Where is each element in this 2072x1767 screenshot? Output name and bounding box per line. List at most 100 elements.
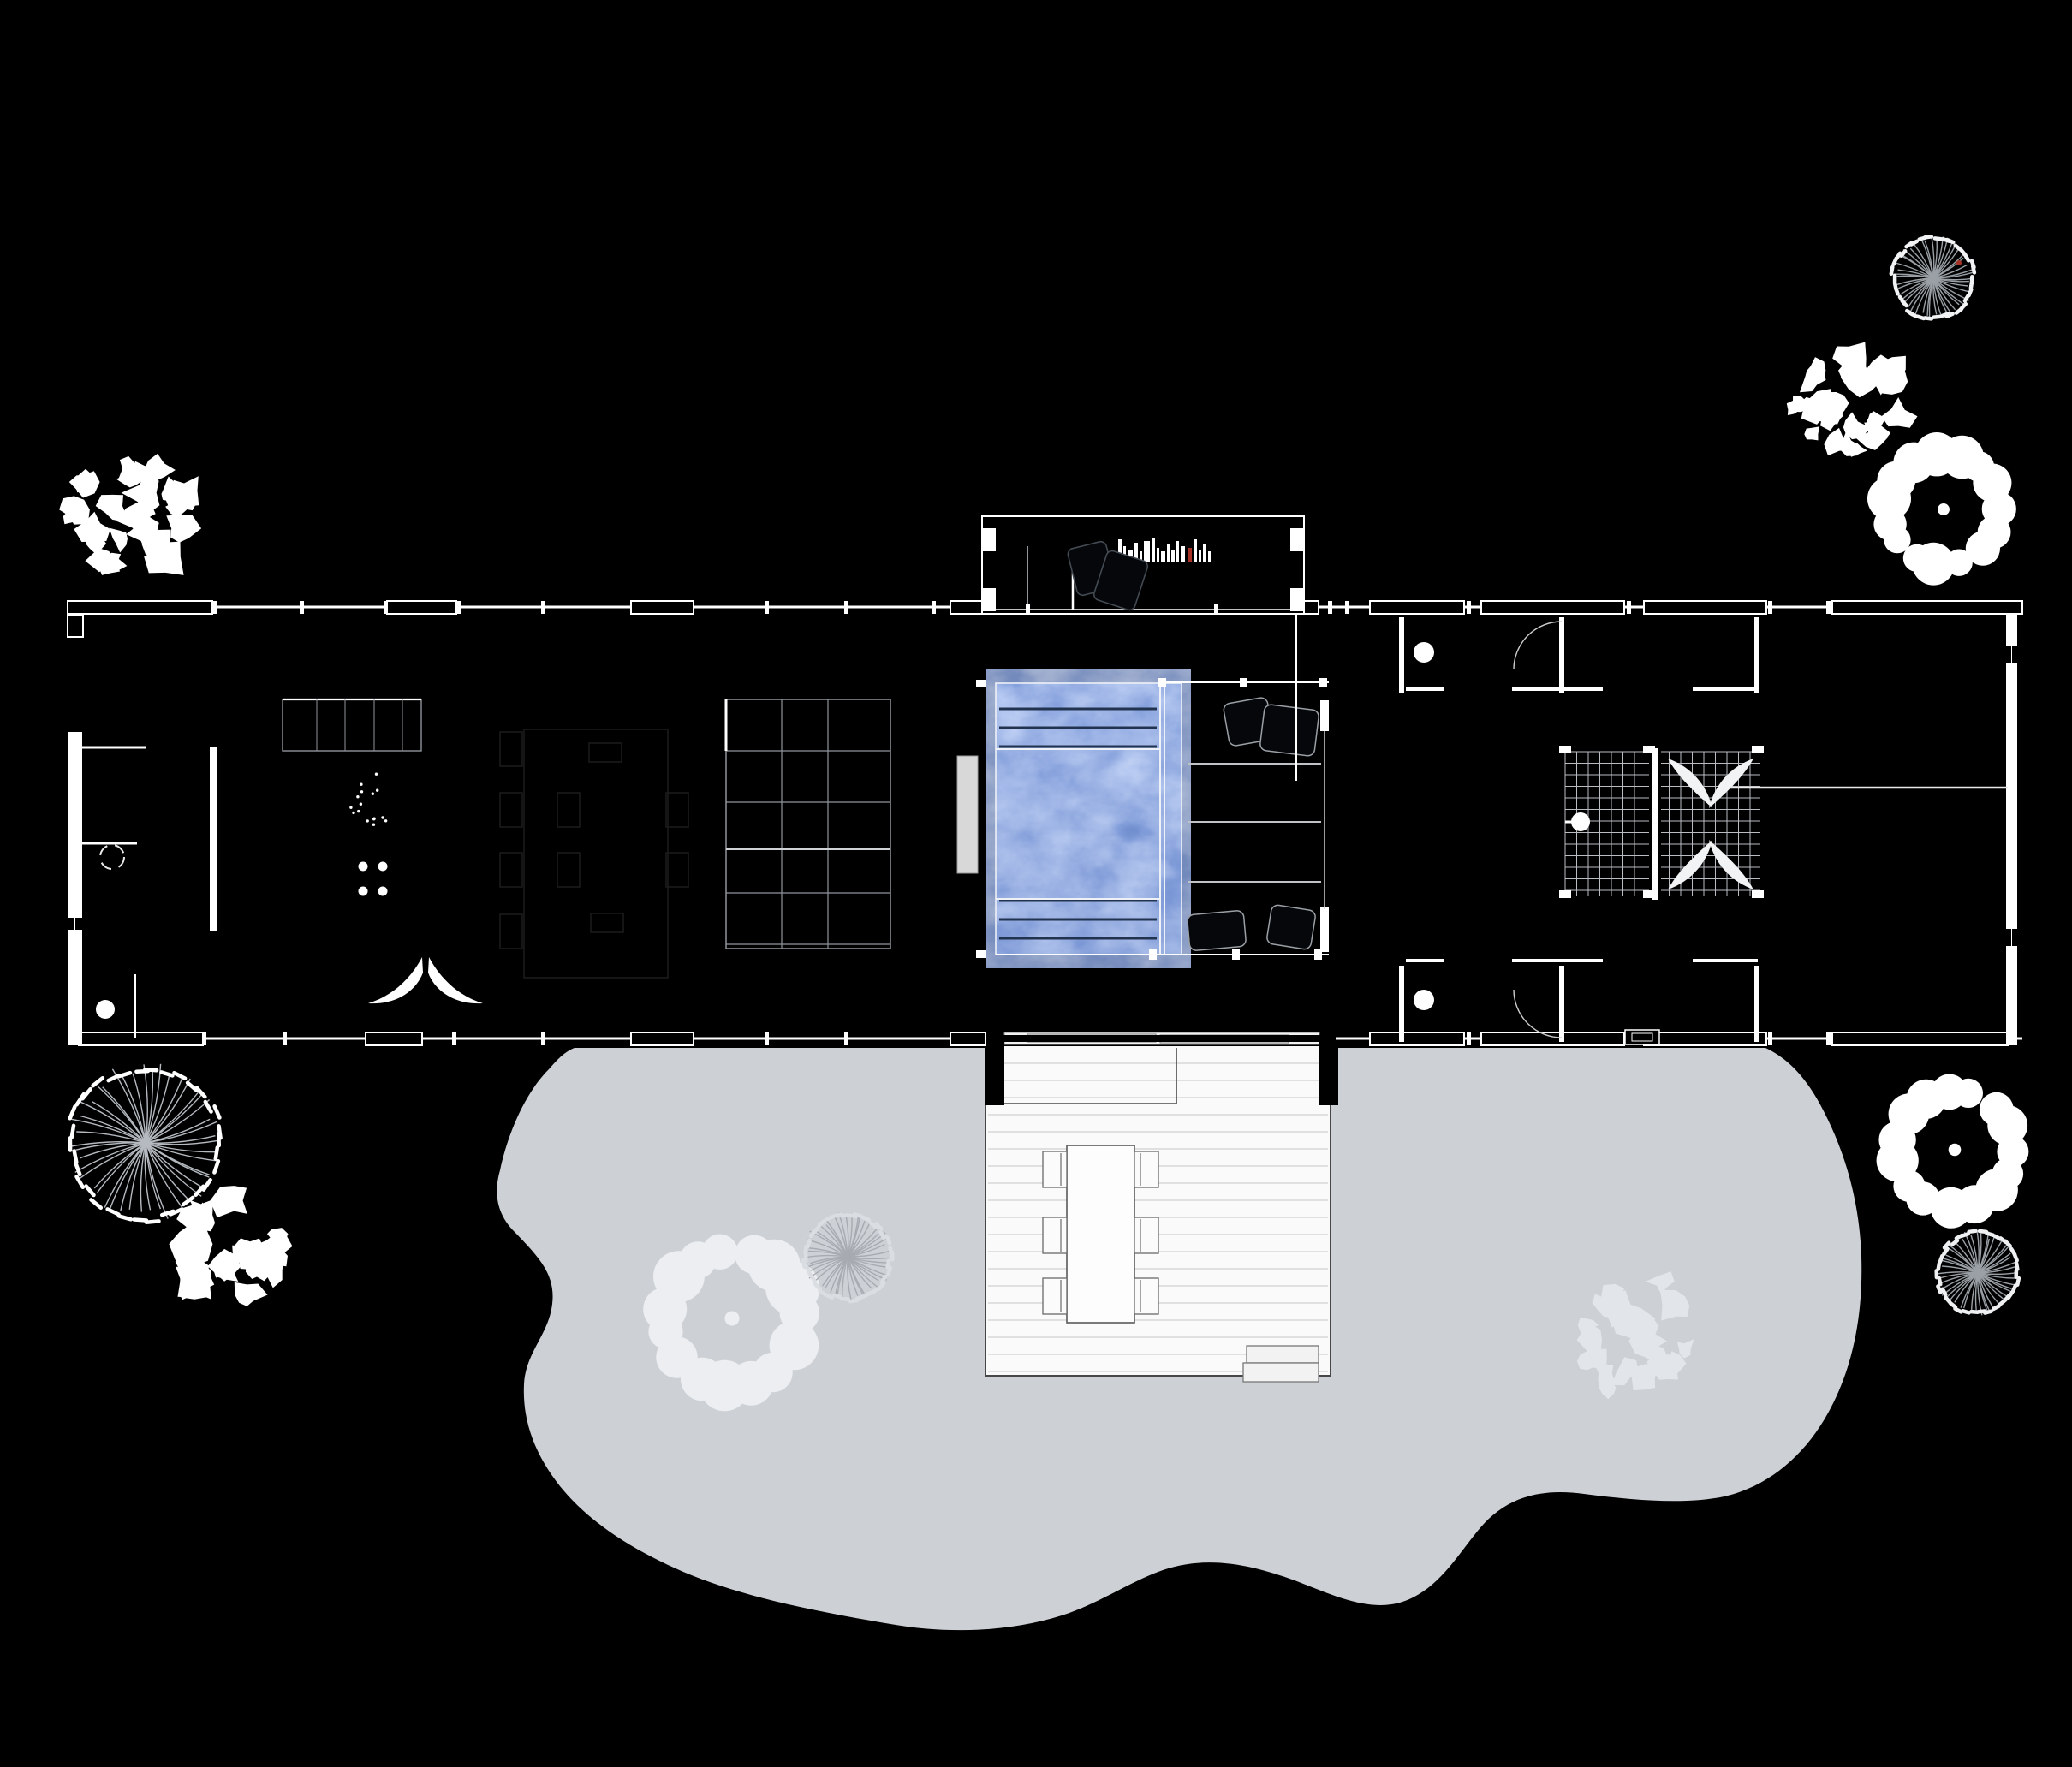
court-post	[1319, 678, 1327, 687]
boulder-circle	[1953, 1078, 1983, 1108]
shrub-foliage-patch	[267, 1228, 289, 1246]
south-wall-segment	[1480, 1032, 1625, 1046]
indoor-chair	[499, 792, 523, 828]
canopy-edge	[106, 1073, 122, 1083]
radial-branch	[145, 1078, 191, 1144]
partition-wall	[1693, 959, 1758, 962]
radial-branch	[145, 1142, 220, 1162]
canopy-edge	[1983, 1309, 1993, 1315]
boulder-circle	[1902, 544, 1932, 573]
indoor-chair	[557, 852, 581, 888]
canopy-edge	[848, 1298, 860, 1304]
radial-branch	[1971, 1272, 1979, 1310]
court-post	[1314, 949, 1322, 960]
canopy-edge	[1908, 239, 1920, 247]
shrub-foliage-patch	[85, 548, 117, 573]
canopy-edge	[181, 1195, 195, 1207]
partition-wall	[1559, 617, 1564, 693]
partition-wall	[1512, 959, 1603, 962]
threshold-tick	[1214, 604, 1218, 615]
floor-pillow	[1187, 910, 1247, 951]
south-wall-vent	[1624, 1029, 1660, 1045]
north-wall-segment	[1480, 600, 1625, 615]
canopy-edge	[809, 1273, 817, 1283]
book	[1161, 551, 1165, 562]
shrub-foliage-patch	[144, 541, 184, 575]
tree-cluster-bottom-right	[1876, 1074, 2029, 1229]
faucet-dot	[372, 823, 376, 826]
canopy-edge	[72, 1149, 79, 1164]
shrub-foliage-patch	[188, 1260, 215, 1291]
radial-branch	[80, 1115, 146, 1144]
canopy-edge	[2010, 1283, 2018, 1294]
canopy-edge	[1991, 1304, 2001, 1312]
north-wall-segment	[630, 600, 694, 615]
faucet-dot	[360, 782, 363, 786]
canopy-edge	[1942, 1240, 1951, 1250]
deck-chair	[1134, 1151, 1159, 1188]
trunk-dot	[143, 1140, 148, 1145]
book	[1144, 541, 1150, 562]
canopy-edge	[860, 1215, 872, 1223]
shower-separator-wall	[1652, 748, 1658, 900]
radial-branch	[1932, 277, 1970, 293]
radial-branch	[93, 1142, 146, 1189]
north-wall-segment	[386, 600, 457, 615]
south-wall-segment	[1643, 1032, 1767, 1046]
north-wall-window-tick	[300, 601, 304, 614]
canopy-edge	[1950, 1238, 1960, 1246]
radial-branch	[1955, 1242, 1979, 1274]
book	[1140, 551, 1142, 562]
canopy-edge	[217, 1124, 223, 1140]
canopy-edge	[185, 1080, 199, 1092]
south-wall-window-tick	[1467, 1032, 1471, 1045]
canopy-edge	[80, 1086, 92, 1101]
radial-branch	[145, 1142, 189, 1200]
radial-branch	[847, 1243, 885, 1258]
shrub-foliage-patch	[1863, 411, 1886, 429]
vestibule-post	[1290, 528, 1304, 551]
radial-branch	[144, 1142, 152, 1211]
agave-plant-leaf	[428, 957, 483, 1004]
partition-wall	[1399, 966, 1404, 1042]
dining-table-indoor	[523, 729, 669, 979]
center-dot	[724, 1311, 740, 1326]
canopy-edge	[1997, 1299, 2006, 1307]
canopy-edge	[831, 1293, 842, 1300]
canopy-edge	[2004, 1239, 2013, 1248]
deck-chair	[1042, 1277, 1068, 1315]
red-accent-dot	[1956, 260, 1962, 265]
radial-branch	[1932, 257, 1964, 279]
shower-post	[1752, 746, 1764, 753]
boulder-circle	[1987, 1105, 2028, 1145]
vestibule-post	[982, 528, 996, 551]
canopy-edge	[1970, 264, 1977, 275]
cooktop-burner	[378, 886, 388, 896]
canopy-edge	[1915, 314, 1926, 321]
radial-branch	[1912, 242, 1934, 279]
shrub-foliage-patch	[1843, 412, 1871, 440]
canopy-edge	[817, 1218, 827, 1227]
canopy-edge	[159, 1209, 176, 1217]
west-wall-segment	[68, 930, 82, 1045]
shrub-foliage-patch	[126, 515, 164, 556]
canopy-edge	[1922, 235, 1934, 240]
boulder-circle	[702, 1234, 738, 1270]
partition-wall	[1512, 687, 1603, 691]
west-wall-segment	[68, 732, 82, 918]
radial-branch	[80, 1142, 146, 1159]
radial-branch	[77, 1100, 146, 1144]
radial-branch	[145, 1142, 187, 1213]
deck-chair	[1134, 1277, 1159, 1315]
canopy-edge	[2012, 1252, 2019, 1263]
faucet-dot	[352, 811, 355, 815]
canopy-edge	[1961, 1308, 1971, 1315]
indoor-chair	[499, 731, 523, 767]
deck-chair	[1042, 1217, 1068, 1254]
shrub-foliage-patch	[166, 515, 202, 543]
canopy-edge	[74, 1161, 82, 1177]
radial-branch	[122, 1076, 146, 1144]
radial-branch	[847, 1256, 872, 1289]
canopy-edge	[1948, 1300, 1958, 1310]
